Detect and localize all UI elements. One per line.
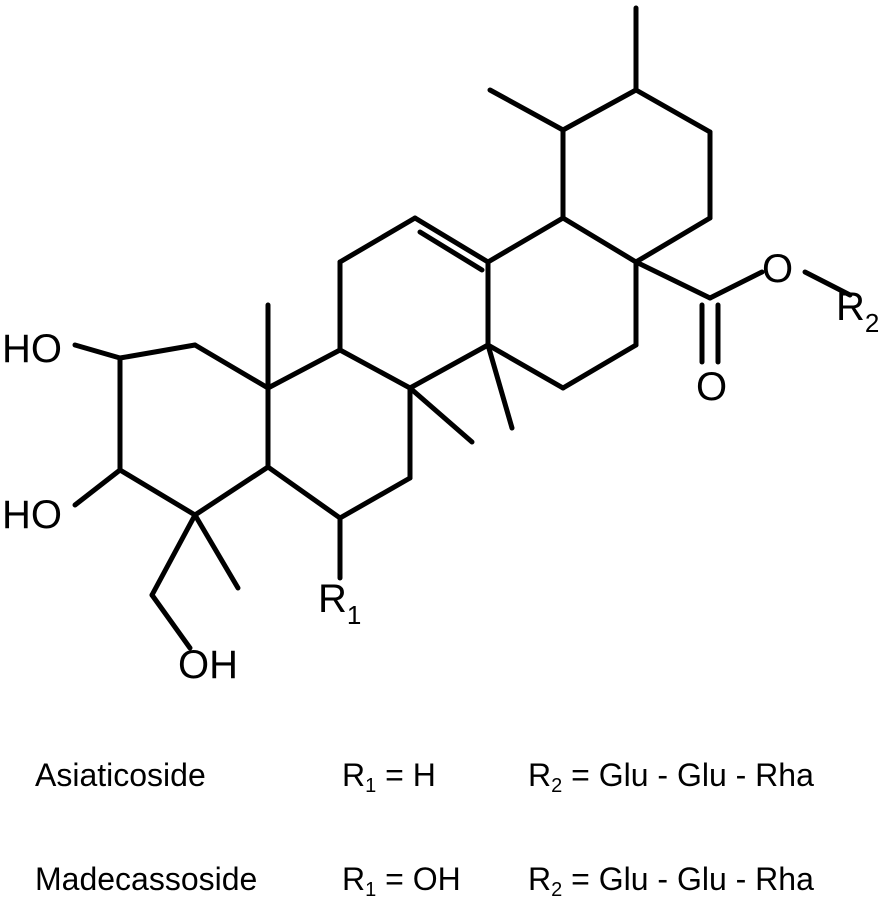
ring-b-bonds (265, 347, 413, 521)
hydroxyl-label-c2: HO (2, 327, 62, 371)
carbonyl-oxygen-label: O (696, 365, 727, 409)
hydroxyl-label-c3: HO (2, 493, 62, 537)
ester-oxygen-label: O (762, 247, 793, 291)
legend-row-madecassoside: Madecassoside R1 = OH R2 = Glu - Glu - R… (0, 861, 894, 911)
r2-definition: R2 = Glu - Glu - Rha (528, 861, 814, 901)
ring-c-bonds (337, 215, 491, 391)
ring-a-bonds (117, 342, 271, 518)
ring-e-bonds (560, 87, 713, 265)
hydroxymethyl-label: OH (178, 643, 238, 687)
r2-definition: R2 = Glu - Glu - Rha (528, 757, 814, 797)
triterpenoid-structure: HO HO OH O O R1 R2 (2, 5, 879, 687)
substituent-bonds (72, 259, 853, 651)
ring-d-bonds (485, 215, 639, 391)
r1-definition: R1 = H (342, 757, 436, 797)
methyl-bonds (192, 5, 639, 591)
r2-label: R2 (836, 285, 879, 338)
legend-row-asiaticoside: Asiaticoside R1 = H R2 = Glu - Glu - Rha (0, 757, 894, 807)
compound-name: Asiaticoside (35, 757, 206, 793)
r1-label: R1 (318, 577, 361, 630)
r1-definition: R1 = OH (342, 861, 461, 901)
compound-name: Madecassoside (35, 861, 258, 897)
